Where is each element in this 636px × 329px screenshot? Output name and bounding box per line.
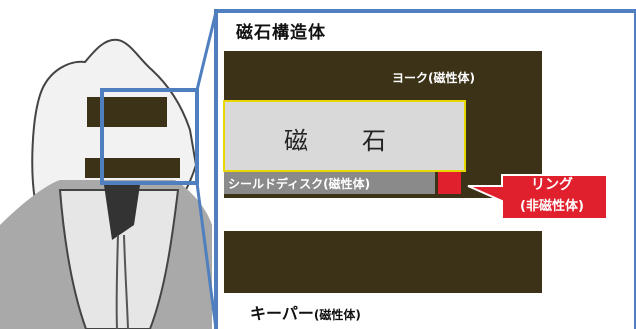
- ring-callout: [467, 174, 608, 220]
- tooth-magnet-band: [87, 97, 167, 127]
- root-canal: [115, 234, 129, 329]
- zoom-line-bottom: [195, 182, 218, 329]
- keeper-main-label: キーパー: [250, 304, 314, 323]
- ring-material-label: (非磁性体): [520, 199, 584, 214]
- shield-disk: [224, 172, 435, 194]
- root-post: [104, 185, 140, 240]
- ring-label: リング: [531, 177, 573, 193]
- ring-part: [438, 172, 461, 194]
- tooth-root: [58, 189, 180, 329]
- tooth-illustration: [0, 38, 212, 329]
- keeper-block: [224, 231, 542, 293]
- keeper-label: キーパー(磁性体): [250, 300, 361, 324]
- yoke-label: ヨーク(磁性体): [392, 71, 475, 85]
- shield-disk-label: シールドディスク(磁性体): [228, 177, 371, 191]
- zoom-line-top: [195, 11, 218, 91]
- zoom-source-box: [100, 88, 199, 185]
- keeper-material-label: (磁性体): [313, 308, 361, 322]
- magnet-block: [223, 100, 466, 172]
- tooth-keeper-band: [85, 158, 180, 178]
- diagram-title: 磁石構造体: [236, 23, 326, 43]
- magnet-label: 磁 石: [284, 127, 388, 155]
